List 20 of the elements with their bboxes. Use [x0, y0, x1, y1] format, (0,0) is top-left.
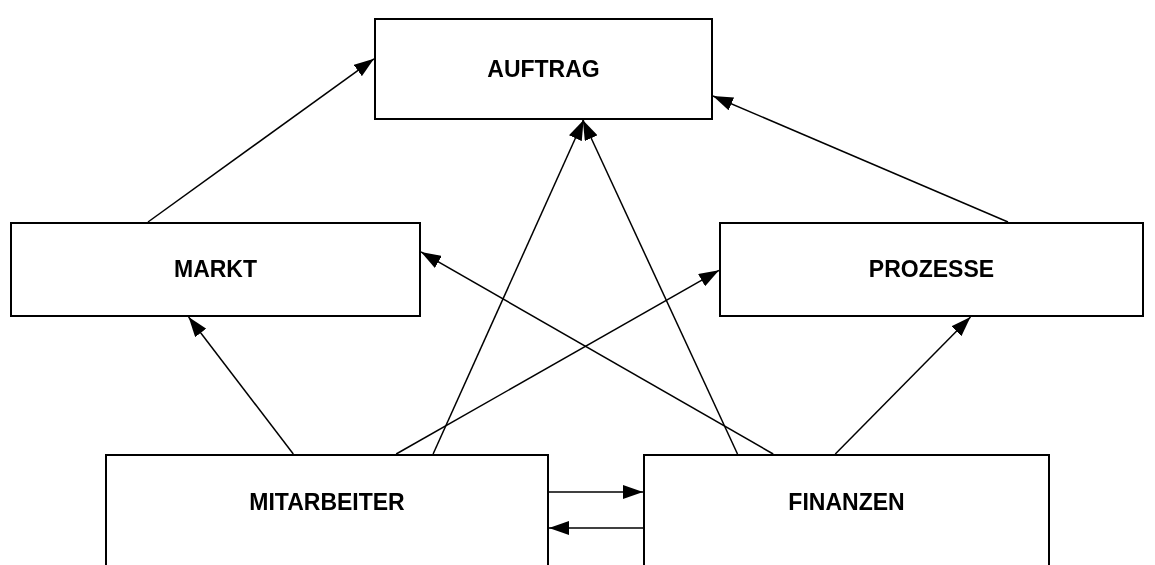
concept-box — [719, 222, 1144, 317]
box-label: MITARBEITER — [249, 489, 405, 516]
arrow — [548, 521, 644, 535]
concept-box — [643, 454, 1050, 565]
arrow — [147, 58, 375, 223]
arrow — [432, 119, 585, 455]
arrow — [834, 316, 972, 455]
arrow — [582, 119, 739, 455]
box-label: AUFTRAG — [487, 55, 600, 83]
box-label: PROZESSE — [868, 256, 995, 283]
arrow — [548, 485, 644, 499]
concept-box — [10, 222, 421, 317]
arrow — [712, 95, 1009, 223]
arrow — [187, 316, 295, 455]
arrow — [420, 251, 774, 455]
box-label: FINANZEN — [788, 489, 905, 516]
arrow — [395, 269, 720, 455]
concept-box — [374, 18, 713, 120]
concept-box — [105, 454, 549, 565]
box-label: MARKT — [173, 256, 257, 283]
